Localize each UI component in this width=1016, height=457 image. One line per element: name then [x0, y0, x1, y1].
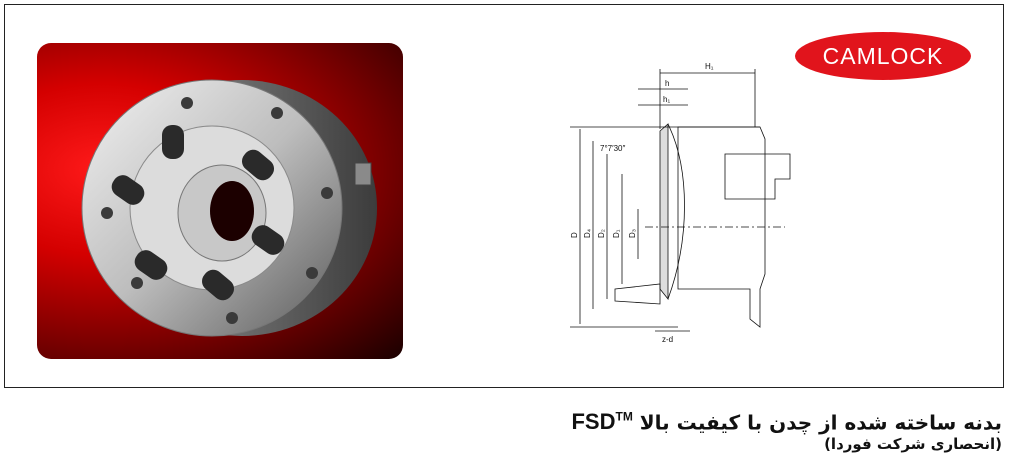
product-frame: CAMLOCK	[4, 4, 1004, 388]
trademark-mark: TM	[615, 410, 633, 424]
caption-line-2: (انحصاری شرکت فوردا)	[824, 435, 1002, 454]
dim-zd-label: z-d	[662, 335, 673, 344]
camlock-badge: CAMLOCK	[795, 32, 971, 80]
dim-d4-label: D₄	[583, 229, 592, 238]
dim-d-label: D	[570, 232, 579, 238]
dim-d3-label: D₃	[628, 229, 637, 238]
dimension-labels: H₁ h h₁ 7°7′30″ D D₄ D₂ D₁ D₃ z-d	[570, 62, 714, 344]
chuck-product-photo	[37, 43, 403, 359]
dim-h1-small-label: h₁	[663, 95, 670, 104]
caption-line-1-text: بدنه ساخته شده از چدن با کیفیت بالا	[639, 410, 1002, 435]
dim-angle-label: 7°7′30″	[600, 144, 625, 153]
dim-d2-label: D₂	[597, 229, 606, 238]
technical-drawing: H₁ h h₁ 7°7′30″ D D₄ D₂ D₁ D₃ z-d	[570, 62, 791, 344]
dim-h-label: h	[665, 79, 669, 88]
dim-d1-label: D₁	[612, 229, 621, 238]
product-caption: بدنه ساخته شده از چدن با کیفیت بالا FSDT…	[302, 405, 1002, 454]
chuck-illustration	[81, 79, 377, 337]
dim-h1-label: H₁	[705, 62, 714, 71]
brand-fsd: FSDTM	[571, 409, 633, 435]
caption-line-1: بدنه ساخته شده از چدن با کیفیت بالا FSDT…	[302, 405, 1002, 435]
